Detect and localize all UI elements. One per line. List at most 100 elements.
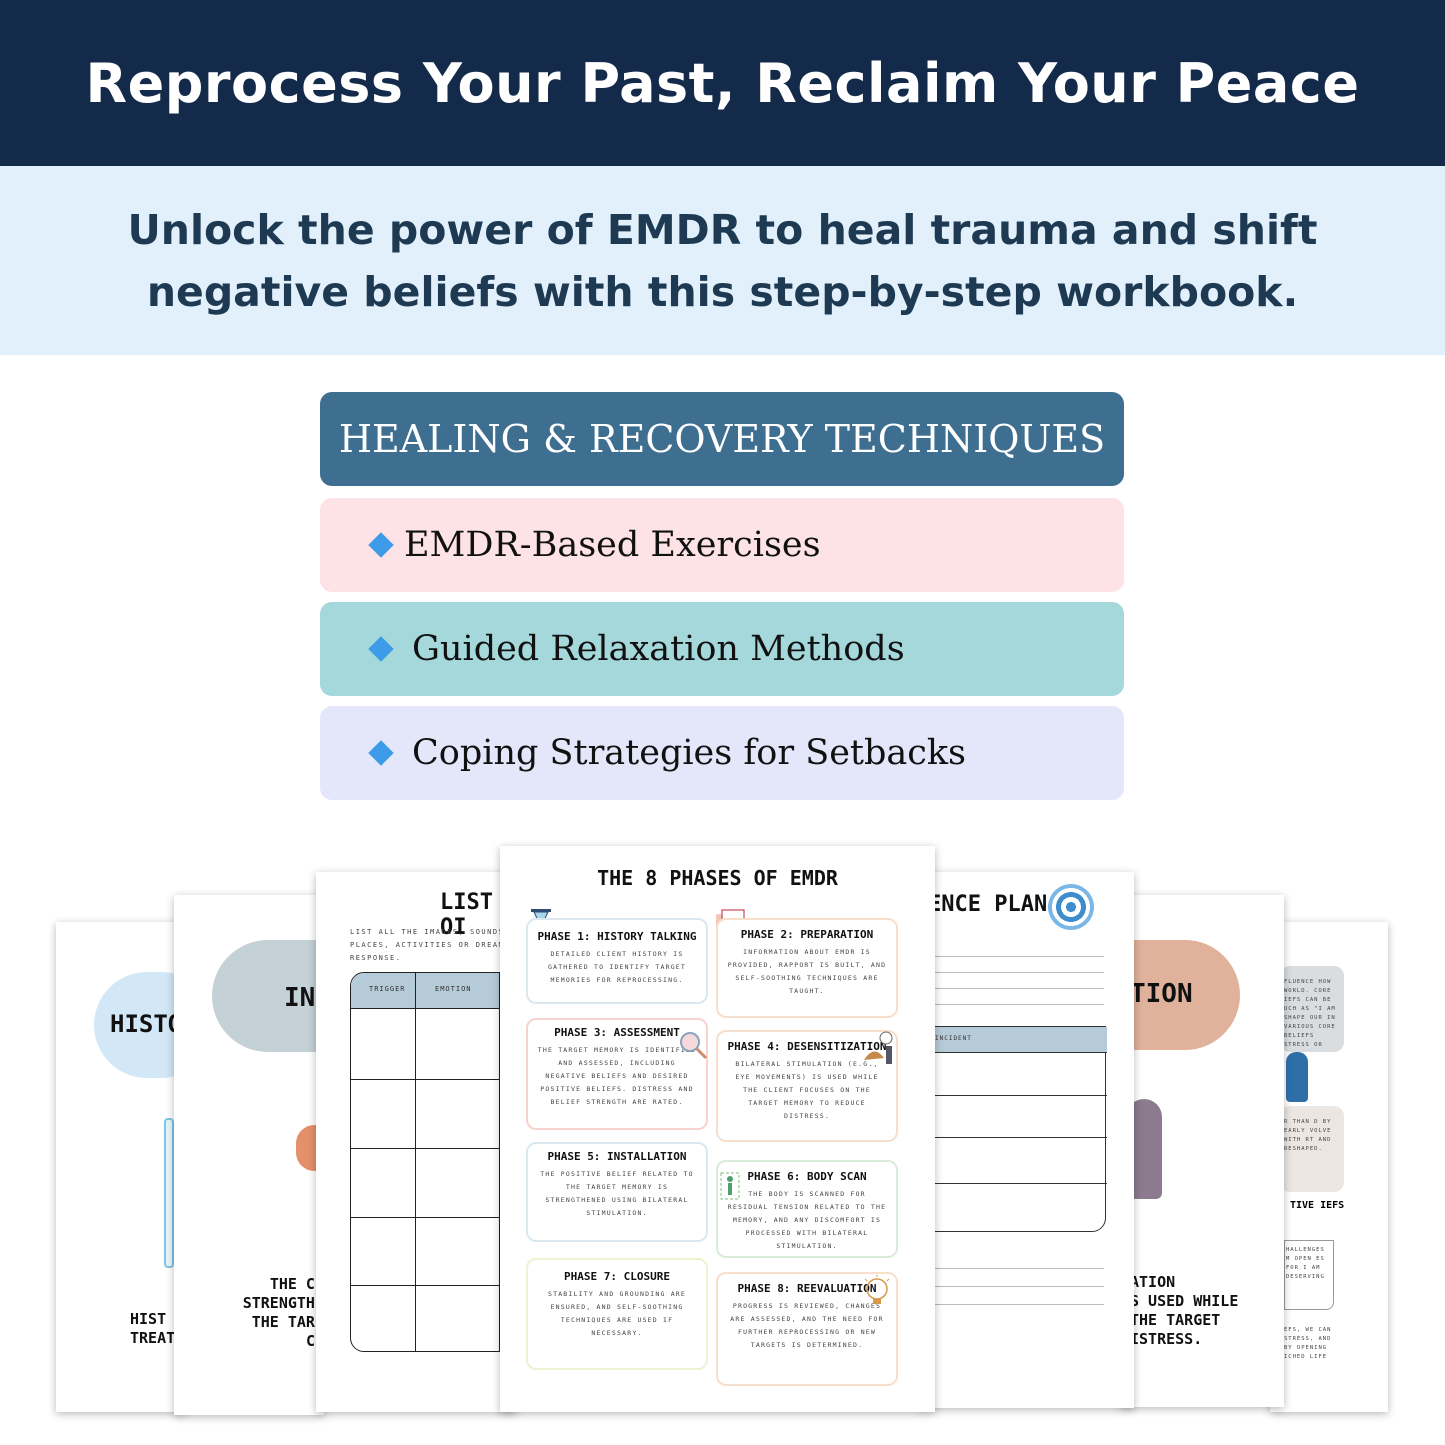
illustration (296, 1125, 318, 1171)
phase-card: PHASE 4: DESENSITIZATION BILATERAL STIMU… (716, 1030, 898, 1142)
table-divider (931, 1095, 1107, 1096)
page-title: THE 8 PHASES OF EMDR (597, 866, 838, 890)
body-scan-icon (720, 1172, 740, 1204)
writing-line (934, 988, 1104, 989)
page-text: EFS, WE CAN STRESS, AND BY OPENING ICHED… (1284, 1327, 1332, 1360)
diamond-bullet-icon (368, 636, 394, 662)
phase-title: PHASE 2: PREPARATION (740, 928, 874, 941)
table-divider (351, 1148, 516, 1149)
writing-line (934, 1268, 1104, 1269)
writing-line (934, 956, 1104, 957)
phase-card: PHASE 2: PREPARATION INFORMATION ABOUT E… (716, 918, 898, 1018)
footer-line: THE CL (269, 1275, 324, 1293)
column-header: EMOTION (435, 985, 472, 993)
subheadline: Unlock the power of EMDR to heal trauma … (127, 205, 1318, 316)
section-label: TIVE IEFS (1290, 1200, 1345, 1211)
footer-line: THE TARGET (1130, 1311, 1221, 1329)
lightbulb-head-icon (860, 1274, 894, 1312)
phase-text: STABILITY AND GROUNDING ARE ENSURED, AND… (547, 1290, 687, 1337)
phase-card: PHASE 6: BODY SCAN THE BODY IS SCANNED F… (716, 1160, 898, 1258)
technique-label: Coping Strategies for Setbacks (412, 733, 967, 773)
title-pill (1120, 940, 1240, 1050)
page-title: LIST OI (440, 890, 493, 940)
trigger-table: TRIGGER EMOTION (350, 972, 516, 1352)
phase-title: PHASE 1: HISTORY TALKING (537, 930, 697, 943)
worksheet-preview-resilience-plan: ENCE PLAN INCIDENT (918, 872, 1134, 1408)
phase-title: PHASE 6: BODY SCAN (747, 1170, 867, 1183)
column-header: INCIDENT (935, 1035, 972, 1042)
magnifier-icon (678, 1030, 708, 1064)
technique-label: EMDR-Based Exercises (404, 525, 821, 565)
phase-text: THE BODY IS SCANNED FOR RESIDUAL TENSION… (727, 1190, 887, 1250)
phase-text: THE TARGET MEMORY IS IDENTIFIED AND ASSE… (537, 1046, 697, 1106)
card-text: FLUENCE HOW WORLD. CORE IEFS CAN BE UCH … (1284, 979, 1336, 1048)
writing-line (934, 1004, 1104, 1005)
technique-label: Guided Relaxation Methods (412, 629, 905, 669)
worksheet-preview-core-beliefs: FLUENCE HOW WORLD. CORE IEFS CAN BE UCH … (1270, 922, 1388, 1412)
footer-line: ISTRESS. (1130, 1330, 1203, 1348)
table-divider (351, 1217, 516, 1218)
technique-item: EMDR-Based Exercises (320, 498, 1124, 592)
text-card (1280, 1106, 1344, 1192)
phase-card: PHASE 5: INSTALLATION THE POSITIVE BELIE… (526, 1142, 708, 1242)
phase-card: PHASE 3: ASSESSMENT THE TARGET MEMORY IS… (526, 1018, 708, 1130)
headline-banner: Reprocess Your Past, Reclaim Your Peace (0, 0, 1445, 166)
phase-text: THE POSITIVE BELIEF RELATED TO THE TARGE… (540, 1170, 694, 1217)
phase-title: PHASE 3: ASSESSMENT (554, 1026, 680, 1039)
phase-title: PHASE 5: INSTALLATION (547, 1150, 687, 1163)
footer-line: STRENGTHE (242, 1294, 324, 1312)
techniques-header-label: HEALING & RECOVERY TECHNIQUES (338, 417, 1106, 461)
table-divider (351, 1285, 516, 1286)
worksheet-preview-history: HISTO HIST TREAT (56, 922, 186, 1412)
phase-card: PHASE 7: CLOSURE STABILITY AND GROUNDING… (526, 1258, 708, 1370)
box-text: HALLENGES M OPEN ES FOR I AM DESERVING (1286, 1247, 1325, 1280)
phase-text: DETAILED CLIENT HISTORY IS GATHERED TO I… (547, 950, 687, 984)
phase-card: PHASE 1: HISTORY TALKING DETAILED CLIENT… (526, 918, 708, 1004)
phase-title: PHASE 4: DESENSITIZATION (727, 1040, 887, 1053)
phase-text: BILATERAL STIMULATION (E.G., EYE MOVEMEN… (735, 1060, 879, 1120)
headline: Reprocess Your Past, Reclaim Your Peace (85, 51, 1360, 115)
title-pill (94, 972, 186, 1078)
illustration (1286, 1052, 1308, 1102)
illustration (164, 1118, 174, 1268)
table-header (351, 973, 516, 1009)
table-divider (351, 1079, 516, 1080)
writing-line (934, 1286, 1104, 1287)
text-box (1284, 1240, 1334, 1310)
target-icon (1048, 884, 1094, 930)
footer-line: S USED WHILE (1130, 1292, 1239, 1310)
writing-line (934, 1304, 1104, 1305)
title-pill (212, 940, 324, 1052)
table-header: INCIDENT (931, 1027, 1107, 1053)
table-divider (415, 973, 416, 1351)
worksheet-preview-8-phases: THE 8 PHASES OF EMDR PHASE 1: HISTORY TA… (500, 846, 935, 1412)
worksheet-preview-trigger-list: LIST OI LIST ALL THE IMAGES, SOUNDS, PLA… (316, 872, 516, 1412)
diamond-bullet-icon (368, 532, 394, 558)
table-divider (499, 973, 500, 1351)
phase-title: PHASE 8: REEVALUATION (737, 1282, 877, 1295)
writing-line (934, 972, 1104, 973)
worksheet-preview-desensitization: TION ATION S USED WHILE THE TARGET ISTRE… (1120, 895, 1284, 1407)
footer-line: HIST (130, 1310, 167, 1328)
text-card (1280, 966, 1344, 1052)
card-text: R THAN D BY EARLY VOLVE WITH RT AND RESH… (1284, 1119, 1332, 1152)
page-title: ENCE PLAN (928, 892, 1048, 917)
page-footer-text: HIST TREAT (130, 1310, 175, 1348)
technique-item: Coping Strategies for Setbacks (320, 706, 1124, 800)
phase-text: PROGRESS IS REVIEWED, CHANGES ARE ASSESS… (730, 1302, 884, 1349)
table-divider (931, 1183, 1107, 1184)
pill-title: TION (1130, 979, 1193, 1009)
table-divider (931, 1137, 1107, 1138)
page-footer-text: ATION S USED WHILE THE TARGET ISTRESS. (1130, 1273, 1238, 1349)
technique-item: Guided Relaxation Methods (320, 602, 1124, 696)
page-footer-text: THE CL STRENGTHE THE TARG CC (214, 1275, 324, 1351)
incident-table: INCIDENT (930, 1026, 1107, 1232)
pill-title: HISTO (110, 1010, 183, 1038)
techniques-header: HEALING & RECOVERY TECHNIQUES (320, 392, 1124, 486)
footer-line: TREAT (130, 1329, 176, 1347)
subheadline-banner: Unlock the power of EMDR to heal trauma … (0, 166, 1445, 355)
person-icon (860, 1030, 898, 1070)
footer-line: CC (305, 1332, 324, 1350)
phase-text: INFORMATION ABOUT EMDR IS PROVIDED, RAPP… (727, 948, 887, 995)
